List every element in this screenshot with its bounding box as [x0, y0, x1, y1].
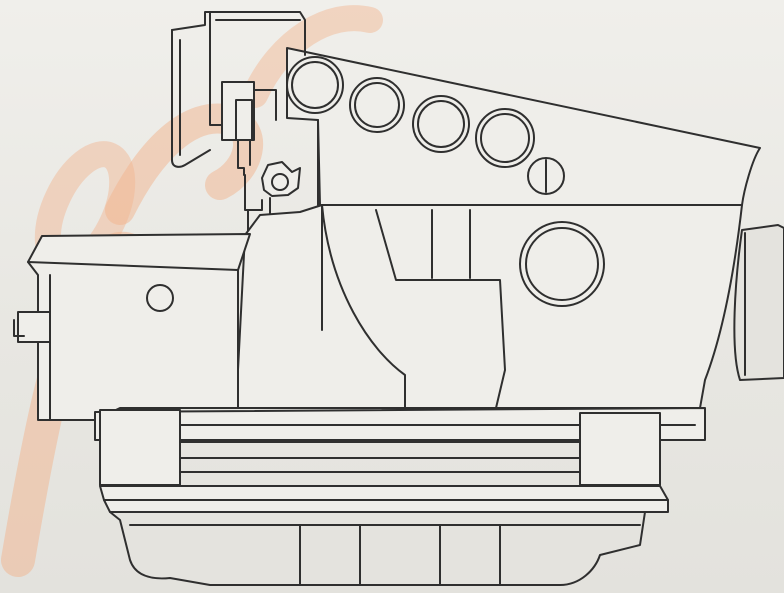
oil-pan — [99, 409, 669, 586]
flywheel-housing — [733, 224, 784, 381]
gearbox-housing — [13, 233, 251, 421]
cylinder-head — [286, 47, 761, 206]
injection-pump — [171, 11, 306, 176]
engine-block — [235, 204, 743, 409]
rocker-cover — [286, 56, 565, 195]
